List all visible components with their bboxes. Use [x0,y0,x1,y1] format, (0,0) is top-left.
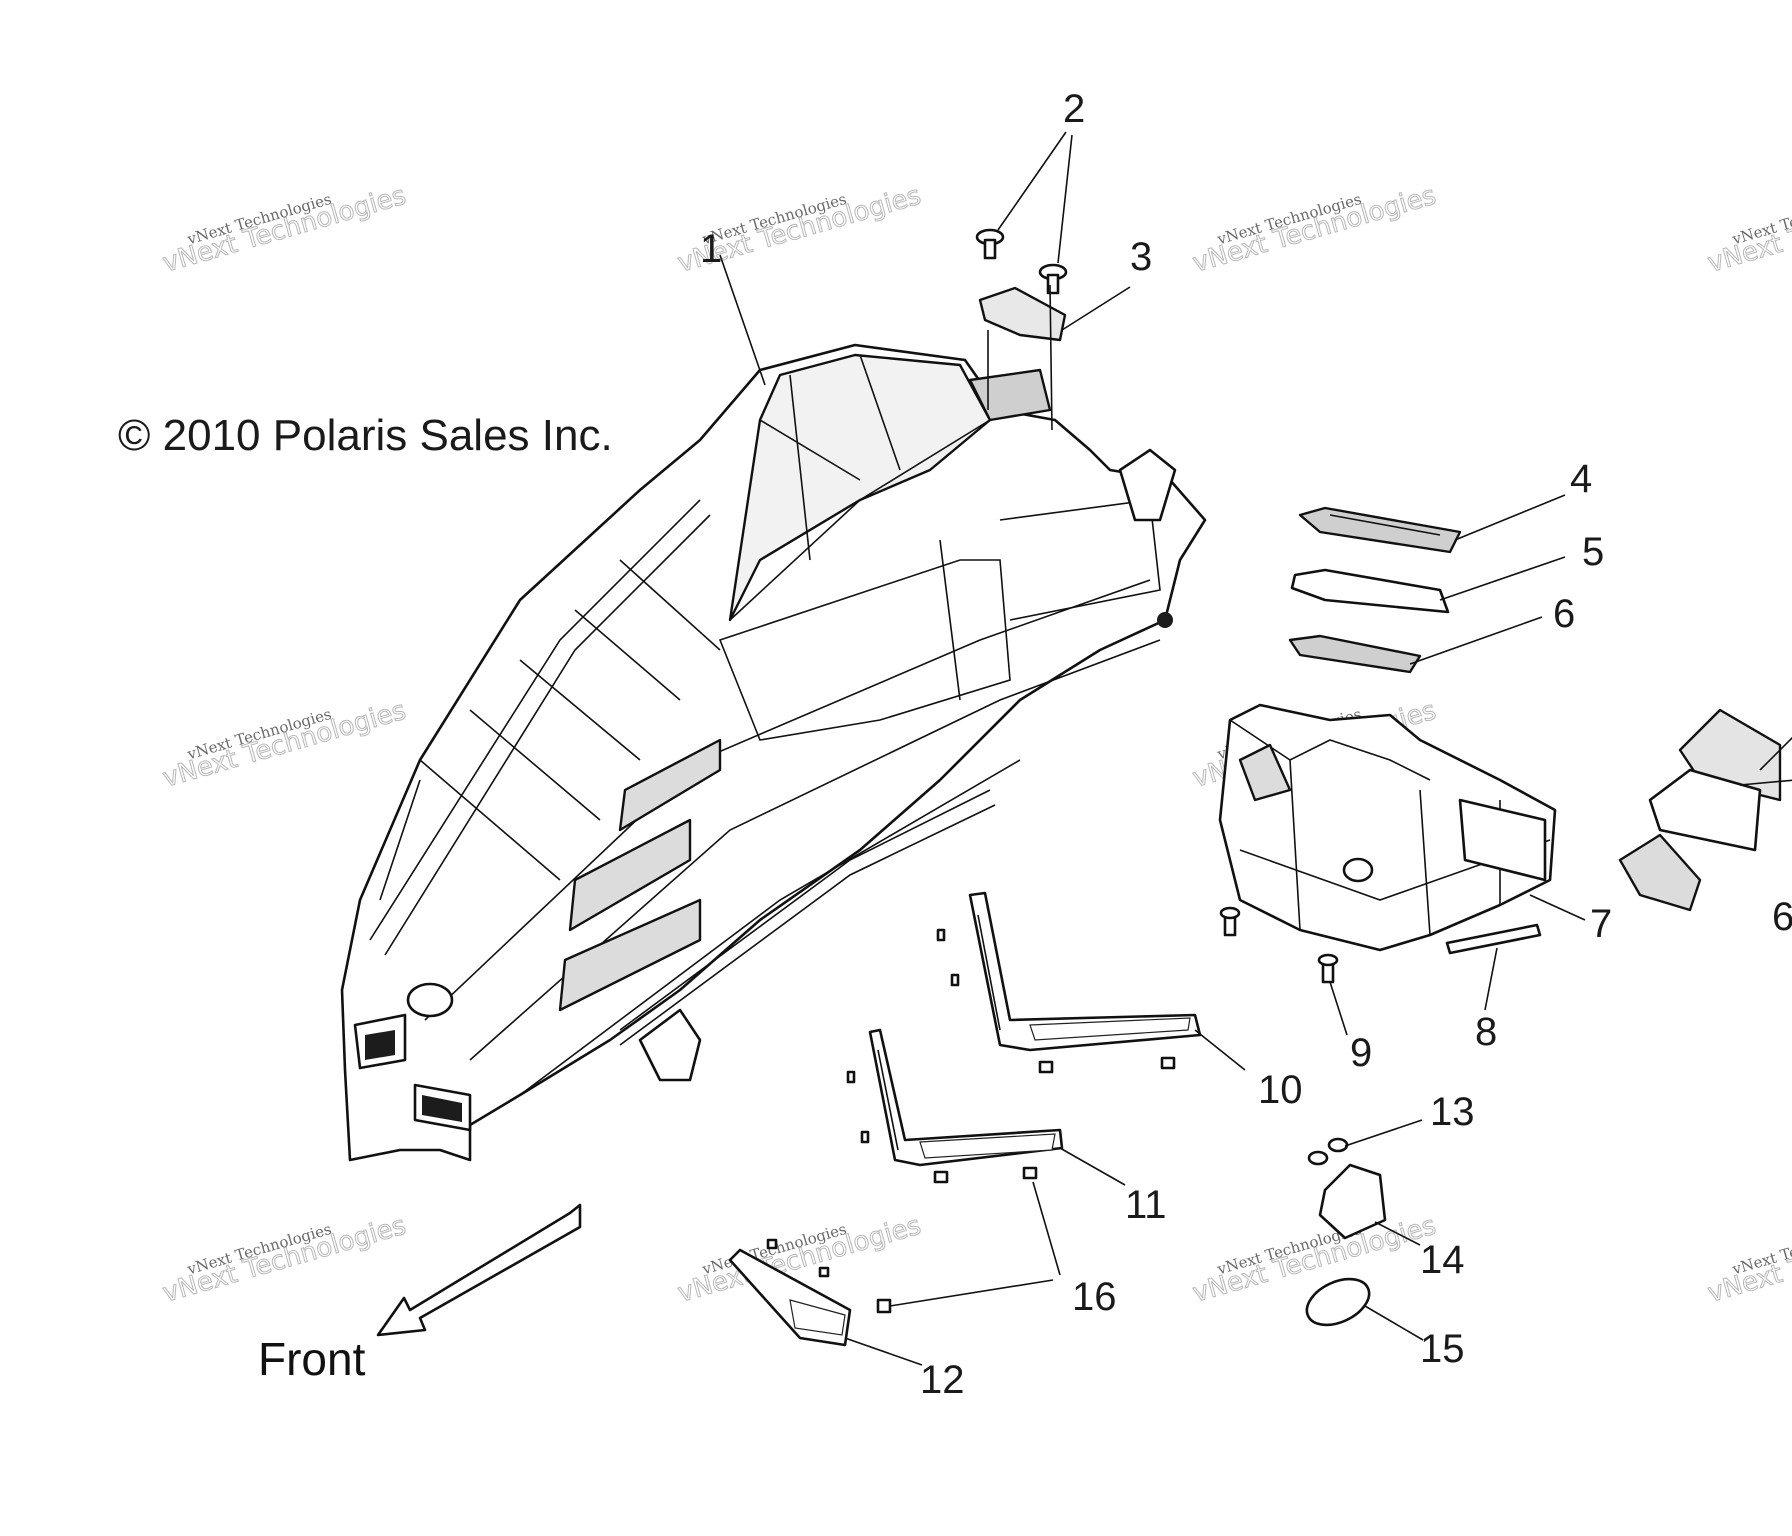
push-rivet-fasteners [975,228,1068,295]
callout-15: 15 [1420,1327,1465,1371]
hood-assembly [340,343,1207,1162]
air-box-housing [1218,703,1557,952]
gasket-ring [1305,1277,1371,1327]
grille-stack [1288,506,1462,674]
seal-strip [1445,923,1542,955]
right-side-grilles [1618,708,1782,912]
callout-6: 6 [1553,592,1575,636]
callout-2: 2 [1063,87,1085,131]
front-label: Front [258,1333,366,1385]
callout-8: 8 [1475,1010,1497,1054]
callout-4: 4 [1570,457,1592,501]
callout-1: 1 [700,227,722,271]
callout-11: 11 [1125,1183,1167,1227]
copyright-text: © 2010 Polaris Sales Inc. [118,411,613,460]
callout-7: 7 [1590,902,1612,946]
nose-mesh-grille [728,1238,852,1347]
retainer-clip [876,1298,892,1314]
callout-9: 9 [1350,1031,1372,1075]
callout-3: 3 [1130,235,1152,279]
callout-10: 10 [1258,1068,1303,1112]
mount-bracket [1318,1163,1387,1240]
nuts [1307,1137,1349,1166]
front-direction-arrow [376,1203,582,1337]
callout-13: 13 [1430,1090,1475,1134]
screws [1219,906,1339,984]
callout-numbers: 1 2 3 4 5 6 6 7 8 9 10 11 12 13 14 15 16 [700,87,1792,1402]
side-vent-lower [846,1028,1064,1184]
mount-plate [978,286,1067,342]
callout-16: 16 [1072,1275,1117,1319]
callout-6-right: 6 [1772,895,1792,939]
callout-14: 14 [1420,1238,1465,1282]
side-vent-upper [936,891,1202,1074]
callout-12: 12 [920,1358,965,1402]
leader-lines [719,131,1792,1366]
callout-5: 5 [1582,530,1604,574]
